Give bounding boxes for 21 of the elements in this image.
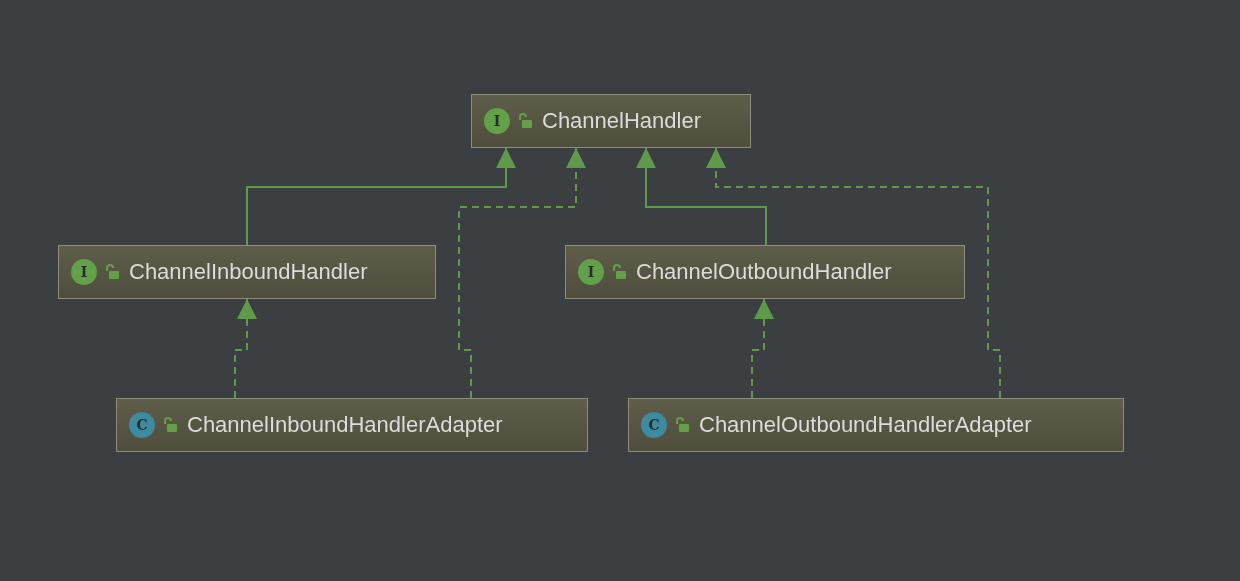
class-box [628, 398, 1124, 452]
type-marker: I [484, 108, 510, 134]
class-box [58, 245, 436, 299]
type-marker: I [578, 259, 604, 285]
class-box [116, 398, 588, 452]
type-marker: C [129, 412, 155, 438]
type-marker: C [641, 412, 667, 438]
class-name: ChannelHandler [542, 108, 701, 134]
class-box [471, 94, 751, 148]
inheritance-arrow [751, 298, 774, 399]
inheritance-arrow [234, 298, 257, 399]
class-name: ChannelInboundHandler [129, 259, 368, 285]
inheritance-arrow [458, 147, 586, 399]
inheritance-arrow [706, 147, 1001, 399]
inheritance-arrow [636, 147, 767, 246]
class-name: ChannelOutboundHandlerAdapter [699, 412, 1032, 438]
class-name: ChannelOutboundHandler [636, 259, 892, 285]
type-marker: I [71, 259, 97, 285]
class-name: ChannelInboundHandlerAdapter [187, 412, 503, 438]
inheritance-arrow [246, 147, 516, 246]
class-box [565, 245, 965, 299]
